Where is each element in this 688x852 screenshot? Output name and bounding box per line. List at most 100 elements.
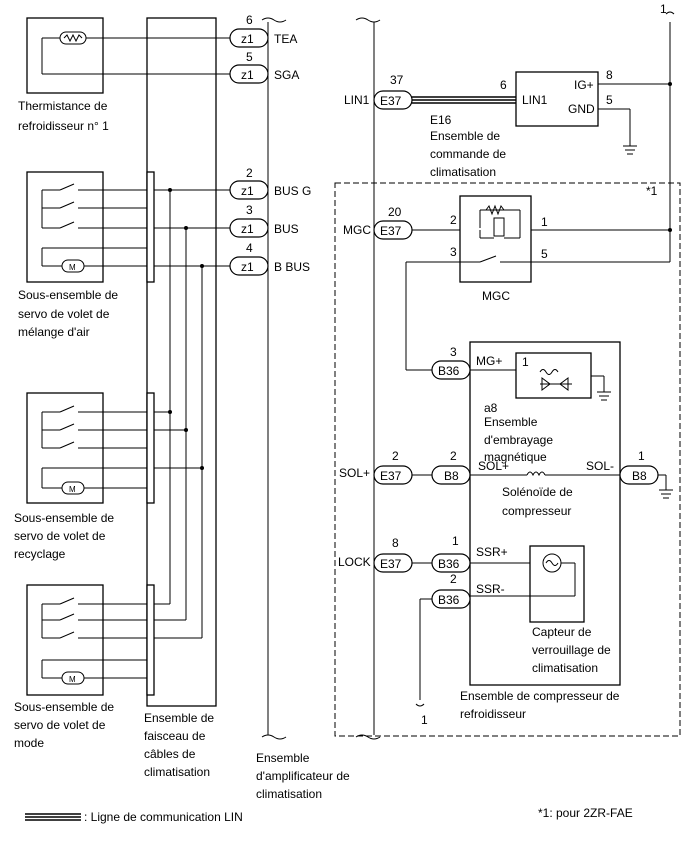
thermistor-label-1: Thermistance de xyxy=(18,99,108,113)
control-label-3: climatisation xyxy=(430,165,496,179)
pin-z1-tea: 6 xyxy=(246,13,253,27)
ref-top: 1 xyxy=(660,2,667,16)
clutch-label-2: d'embrayage xyxy=(484,433,553,447)
connector-z1: z1 xyxy=(241,222,254,236)
connector-b36-mg: B36 xyxy=(438,364,460,378)
signal-gnd: GND xyxy=(568,102,595,116)
pin-z1-sga: 5 xyxy=(246,50,253,64)
svg-text:M: M xyxy=(69,263,76,272)
e16-code: E16 xyxy=(430,113,452,127)
legend-note: *1: pour 2ZR-FAE xyxy=(538,806,633,820)
mgc-relay: E37 20 MGC 2 1 3 5 MGC xyxy=(343,195,670,371)
connector-z1: z1 xyxy=(241,68,254,82)
servo-air-mix-label-2: servo de volet de xyxy=(18,307,110,321)
harness-label-2: faisceau de xyxy=(144,729,206,743)
servo-recycle-label-2: servo de volet de xyxy=(14,529,106,543)
pin-b36-mg: 3 xyxy=(450,345,457,359)
signal-sol-plus-left: SOL+ xyxy=(339,466,370,480)
solenoid-label-2: compresseur xyxy=(502,504,571,518)
mgc-label: MGC xyxy=(482,289,510,303)
signal-ig: IG+ xyxy=(574,78,594,92)
a8-code: a8 xyxy=(484,401,498,415)
legend-lin-label: : Ligne de communication LIN xyxy=(84,810,243,824)
servo-recycle: M xyxy=(26,392,155,504)
pin-b36-ssr-minus: 2 xyxy=(450,572,457,586)
pin-e37-lin1: 37 xyxy=(390,73,404,87)
right-bus: 1 xyxy=(660,2,675,262)
connector-e37-sol: E37 xyxy=(380,469,402,483)
pin-e16-lin1: 6 xyxy=(500,78,507,92)
pin-e16-gnd: 5 xyxy=(606,93,613,107)
servo-air-mix: M xyxy=(26,171,155,283)
pin-z1-bus: 3 xyxy=(246,203,253,217)
amplifier-body xyxy=(261,17,381,740)
clutch-label-1: Ensemble xyxy=(484,415,538,429)
harness-label-4: climatisation xyxy=(144,765,210,779)
pin-mgc-1: 1 xyxy=(541,215,548,229)
signal-sga: SGA xyxy=(274,68,299,82)
pin-mgc-5: 5 xyxy=(541,247,548,261)
z1-connector-busg: z1 2 BUS G xyxy=(229,166,311,200)
signal-bbus: B BUS xyxy=(274,260,310,274)
clutch-label-3: magnétique xyxy=(484,450,547,464)
amplifier-label-3: climatisation xyxy=(256,787,322,801)
servo-air-mix-label-3: mélange d'air xyxy=(18,325,90,339)
pin-z1-busg: 2 xyxy=(246,166,253,180)
z1-connector-sga: z1 5 SGA xyxy=(229,50,299,84)
control-e16: LIN1 IG+ GND 8 5 E16 Ensemble de command… xyxy=(430,68,670,179)
amplifier-label-1: Ensemble xyxy=(256,751,310,765)
pin-e37-sol: 2 xyxy=(392,449,399,463)
signal-sol-minus: SOL- xyxy=(586,459,614,473)
harness-wires xyxy=(154,188,230,639)
z1-connector-bus: z1 3 BUS xyxy=(229,203,299,238)
servo-mode-label-3: mode xyxy=(14,736,44,750)
thermistor-label-2: refroidisseur n° 1 xyxy=(18,119,109,133)
solenoid-label-1: Solénoïde de xyxy=(502,485,573,499)
lock-sensor-label-1: Capteur de xyxy=(532,625,592,639)
signal-ssr-plus: SSR+ xyxy=(476,545,508,559)
signal-mg-plus: MG+ xyxy=(476,354,502,368)
harness-label-1: Ensemble de xyxy=(144,711,214,725)
signal-mgc: MGC xyxy=(343,223,371,237)
connector-z1: z1 xyxy=(241,184,254,198)
pin-mgc-2: 2 xyxy=(450,213,457,227)
compressor-label-2: refroidisseur xyxy=(460,707,526,721)
lock-sensor-label-3: climatisation xyxy=(532,661,598,675)
solenoid-line: E37 2 SOL+ B8 2 SOL+ SOL- B8 1 Solénoïde… xyxy=(339,449,673,518)
servo-mode-label-2: servo de volet de xyxy=(14,718,106,732)
signal-sol-plus-right: SOL+ xyxy=(478,459,509,473)
legend: : Ligne de communication LIN *1: pour 2Z… xyxy=(25,806,633,824)
connector-b36-ssr-minus: B36 xyxy=(438,593,460,607)
signal-lin1-right: LIN1 xyxy=(522,93,548,107)
connector-b36-ssr-plus: B36 xyxy=(438,557,460,571)
signal-tea: TEA xyxy=(274,32,297,46)
lin-line: E37 37 LIN1 6 xyxy=(344,73,516,110)
pin-b8-sol: 2 xyxy=(450,449,457,463)
servo-mode-label-1: Sous-ensemble de xyxy=(14,700,114,714)
svg-text:M: M xyxy=(69,485,76,494)
option-mark: *1 xyxy=(646,184,658,198)
control-label-1: Ensemble de xyxy=(430,129,500,143)
z1-connector-bbus: z1 4 B BUS xyxy=(229,241,310,276)
amplifier-label-2: d'amplificateur de xyxy=(256,769,350,783)
compressor-assembly: B36 3 MG+ 1 a8 Ensemble d'embrayage magn… xyxy=(431,341,621,686)
ref-bottom: 1 xyxy=(421,713,428,727)
signal-busg: BUS G xyxy=(274,184,311,198)
signal-ssr-minus: SSR- xyxy=(476,582,505,596)
compressor-label-1: Ensemble de compresseur de xyxy=(460,689,620,703)
svg-text:M: M xyxy=(69,675,76,684)
pin-b36-ssr-plus: 1 xyxy=(452,534,459,548)
connector-b8-sol-minus: B8 xyxy=(632,469,647,483)
connector-z1: z1 xyxy=(241,260,254,274)
connector-e37-lin: E37 xyxy=(380,94,402,108)
thermistor xyxy=(26,17,230,94)
signal-lock: LOCK xyxy=(338,555,371,569)
connector-b8-sol: B8 xyxy=(444,469,459,483)
connector-e37-lock: E37 xyxy=(380,557,402,571)
pin-mgc-3: 3 xyxy=(450,245,457,259)
servo-mode: M xyxy=(26,584,155,696)
harness-label-3: câbles de xyxy=(144,747,196,761)
pin-e37-mgc: 20 xyxy=(388,205,402,219)
control-label-2: commande de xyxy=(430,147,506,161)
